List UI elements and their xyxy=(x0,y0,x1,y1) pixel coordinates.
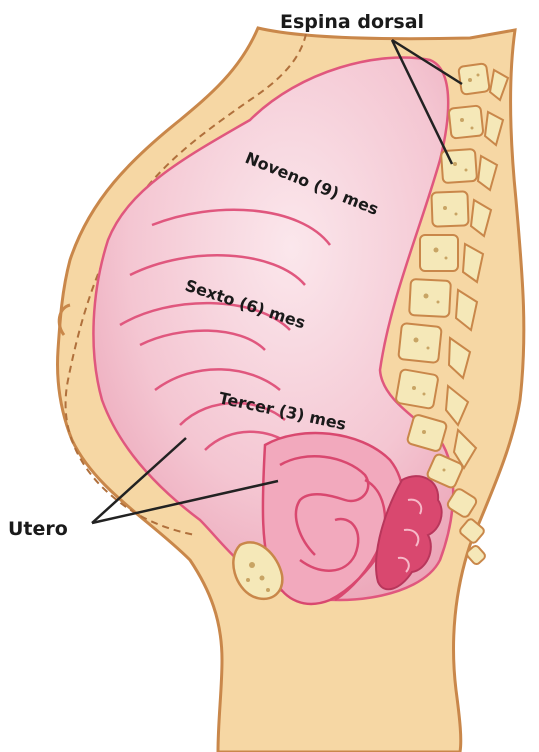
uterus-label: Utero xyxy=(8,518,68,540)
spine-label: Espina dorsal xyxy=(280,11,424,33)
